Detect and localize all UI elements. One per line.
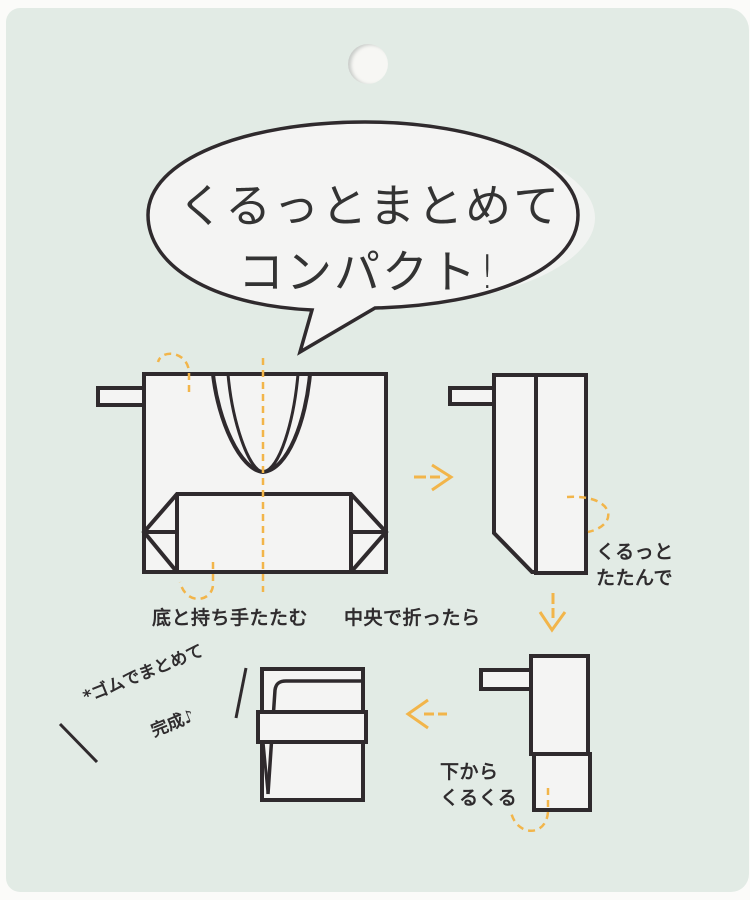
step3-caption-line2: たたんで [596,567,674,589]
arrow-left-icon [405,698,447,730]
step1-bag-diagram [96,372,389,574]
fold-guide-icon [509,788,550,832]
hang-hole-icon [348,44,388,84]
step1-caption: 底と持ち手たたむ [152,607,309,629]
step4-rolling-diagram [479,654,592,812]
emphasis-marks [58,667,248,764]
speech-bubble-icon [146,120,595,356]
step3-caption-line1: くるっと [596,541,674,563]
arrow-right-icon [414,463,454,492]
step4-caption-line1: 下から [440,761,499,783]
headline-line2: コンパクト! [238,245,499,299]
step5-finished-diagram [256,667,368,802]
step2-folded-diagram [448,373,588,575]
arrow-down-icon [538,593,567,633]
headline-line1: くるっとまとめて [178,179,562,233]
fold-guide-icon [156,352,265,600]
fold-guide-icon [566,495,610,534]
step4-caption-line2: くるくる [440,787,518,809]
step2-caption: 中央で折ったら [344,607,481,629]
